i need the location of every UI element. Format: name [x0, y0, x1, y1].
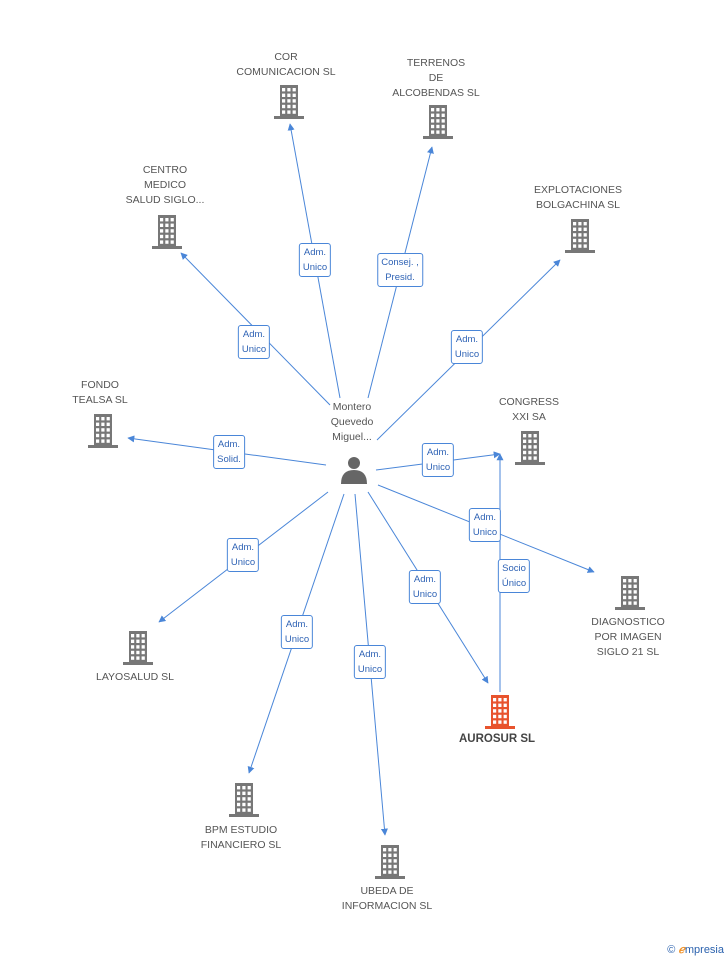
edge-label-center-ubeda[interactable]: Adm. Unico	[353, 645, 387, 679]
company-label-bpm[interactable]: BPM ESTUDIO FINANCIERO SL	[200, 824, 282, 851]
company-label-fondo[interactable]: FONDO TEALSA SL	[72, 379, 128, 406]
company-label-explotaciones[interactable]: EXPLOTACIONES BOLGACHINA SL	[534, 184, 622, 211]
edge-label-center-bpm[interactable]: Adm. Unico	[280, 615, 314, 649]
edge-label-aurosur-congress[interactable]: Socio Único	[497, 559, 531, 593]
brand-logo-letter: ℯ	[678, 944, 685, 956]
company-label-centro[interactable]: CENTRO MEDICO SALUD SIGLO...	[125, 164, 205, 206]
building-icon-congress[interactable]	[515, 431, 545, 465]
building-icon-fondo[interactable]	[88, 414, 118, 448]
edge-label-center-fondo[interactable]: Adm. Solid.	[213, 435, 245, 469]
edge-label-center-congress[interactable]: Adm. Unico	[421, 443, 455, 477]
building-icon-explotaciones[interactable]	[565, 219, 595, 253]
building-icon-terrenos[interactable]	[423, 105, 453, 139]
edge-label-center-terrenos[interactable]: Consej. , Presid.	[377, 253, 423, 287]
icons-layer	[88, 85, 645, 879]
building-icon-layosalud[interactable]	[123, 631, 153, 665]
edge-label-center-diagnostico[interactable]: Adm. Unico	[468, 508, 502, 542]
person-icon[interactable]	[341, 457, 367, 484]
company-label-ubeda[interactable]: UBEDA DE INFORMACION SL	[341, 885, 433, 912]
edge-label-center-centro[interactable]: Adm. Unico	[237, 325, 271, 359]
company-label-aurosur[interactable]: AUROSUR SL	[458, 733, 536, 745]
company-label-diagnostico[interactable]: DIAGNOSTICO POR IMAGEN SIGLO 21 SL	[591, 616, 665, 658]
company-label-layosalud[interactable]: LAYOSALUD SL	[95, 671, 175, 683]
copyright-symbol: ©	[667, 944, 676, 956]
building-icon-aurosur[interactable]	[485, 695, 515, 729]
building-icon-bpm[interactable]	[229, 783, 259, 817]
edge-label-center-aurosur[interactable]: Adm. Unico	[408, 570, 442, 604]
company-label-cor[interactable]: COR COMUNICACION SL	[236, 51, 336, 78]
edge-label-center-explotaciones[interactable]: Adm. Unico	[450, 330, 484, 364]
building-icon-cor[interactable]	[274, 85, 304, 119]
company-label-terrenos[interactable]: TERRENOS DE ALCOBENDAS SL	[392, 57, 480, 99]
company-label-congress[interactable]: CONGRESS XXI SA	[498, 396, 560, 423]
building-icon-centro[interactable]	[152, 215, 182, 249]
edge-label-center-cor[interactable]: Adm. Unico	[298, 243, 332, 277]
person-name-label[interactable]: Montero Quevedo Miguel...	[330, 401, 374, 443]
building-icon-diagnostico[interactable]	[615, 576, 645, 610]
brand-footer[interactable]: © ℯmpresia	[667, 943, 724, 956]
building-icon-ubeda[interactable]	[375, 845, 405, 879]
edge-label-center-layosalud[interactable]: Adm. Unico	[226, 538, 260, 572]
brand-name: mpresia	[684, 944, 724, 956]
